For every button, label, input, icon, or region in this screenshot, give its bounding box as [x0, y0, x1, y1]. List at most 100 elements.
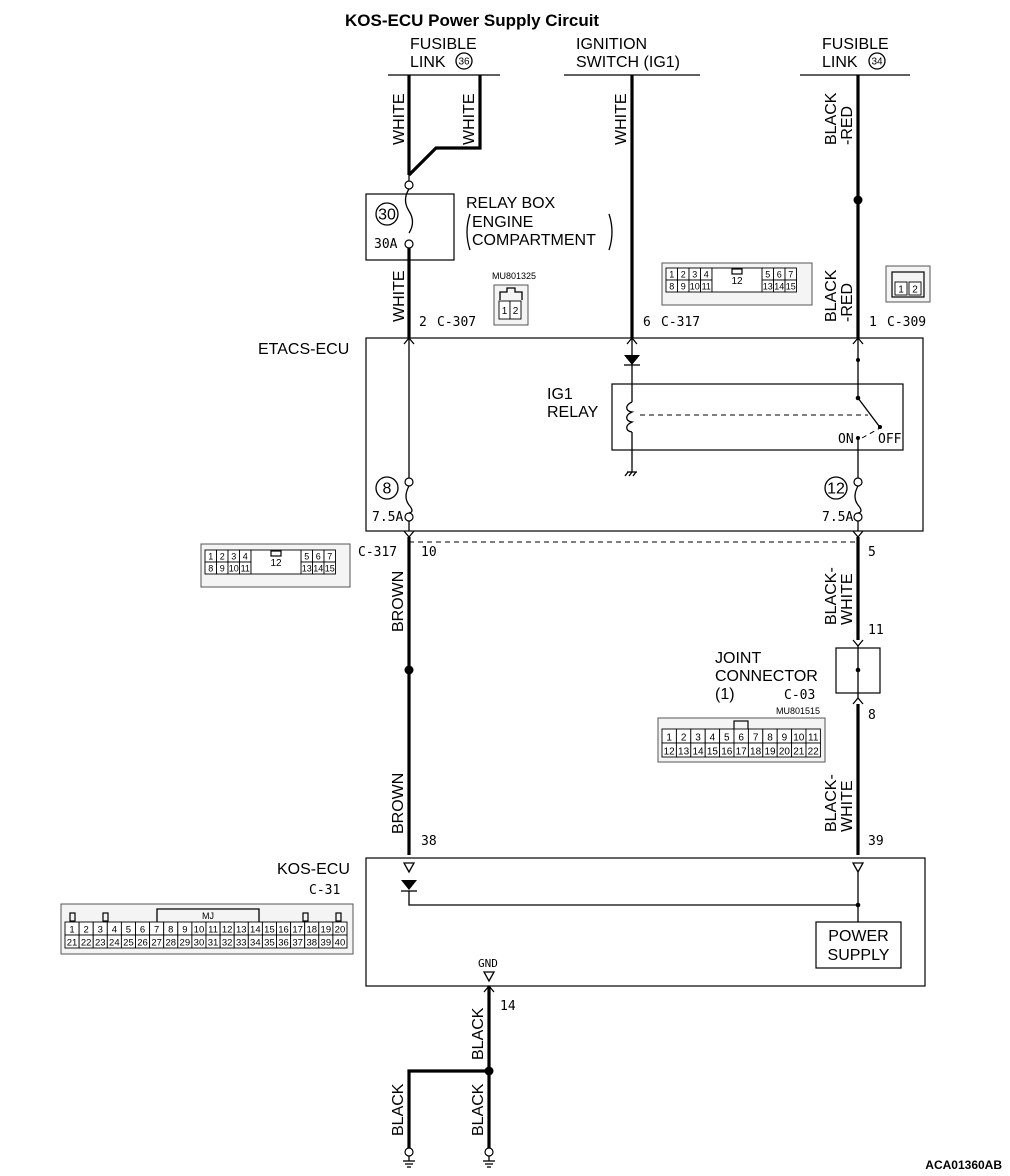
pin-label: 25: [123, 938, 134, 949]
pin-label: 2: [84, 925, 89, 936]
wire-color-black: BLACK-: [823, 567, 840, 625]
ground-terminal: [404, 1147, 414, 1157]
pin-label: 1: [669, 270, 674, 280]
relay-switch-arm: [857, 397, 880, 427]
pin-label: 7: [154, 925, 159, 936]
pin-label: 12: [222, 925, 233, 936]
fuse-12-circle: [824, 476, 848, 500]
terminal-arrow: [851, 862, 865, 874]
wire-color-black: BLACK: [390, 1083, 407, 1136]
connector-latch: [102, 912, 109, 922]
pin-label: 7: [788, 270, 793, 280]
pin-label: 29: [180, 938, 191, 949]
pin-label: 13: [302, 564, 312, 574]
pin-label: 3: [231, 552, 236, 562]
power-supply-label-2: SUPPLY: [828, 947, 890, 964]
pin-label: 9: [220, 564, 225, 574]
connector-latch: [335, 912, 342, 922]
wire-color-white: WHITE: [839, 780, 856, 832]
pin-label: 5: [724, 733, 730, 744]
connector-key: [731, 268, 743, 275]
connector-c03-label: C-03: [784, 688, 815, 703]
terminal-arrow: [852, 639, 864, 648]
pin-label: 33: [236, 938, 247, 949]
connector-pin: [784, 279, 797, 293]
pin-number: 38: [421, 834, 437, 849]
relay-box-label-3: COMPARTMENT: [472, 232, 596, 249]
wire-color-white: WHITE: [391, 93, 408, 145]
pin-label: 6: [140, 925, 145, 936]
relay-box-label: RELAY BOX: [466, 195, 556, 212]
pin-label: 4: [112, 925, 117, 936]
ig1-relay-box: [611, 383, 904, 451]
wire-color-white: WHITE: [613, 93, 630, 145]
connector-pin: [805, 742, 821, 758]
pin-number: 5: [868, 545, 876, 560]
pin-label: 21: [793, 747, 805, 758]
relay-off-label: OFF: [878, 432, 902, 447]
wire-color-black: BLACK: [470, 1083, 487, 1136]
diode-symbol: [401, 880, 417, 890]
wire-color-black: BLACK-: [823, 774, 840, 832]
ground-symbol: [483, 1147, 495, 1168]
connector-center-block: [711, 267, 763, 293]
terminal-arrow: [482, 971, 496, 983]
pin-label: 11: [808, 733, 819, 744]
pin-number: 8: [868, 708, 876, 723]
white-wire-branch: [407, 75, 482, 177]
connector-pin: [332, 934, 348, 949]
pin-label: 1: [502, 306, 508, 317]
joint-connector-label-2: CONNECTOR: [715, 668, 818, 685]
paren-left: [466, 213, 471, 251]
pin-label: 28: [165, 938, 176, 949]
terminal-arrow: [402, 862, 416, 874]
paren-right: [608, 213, 613, 251]
pin-label: 8: [208, 564, 213, 574]
joint-connector-label: JOINT: [715, 650, 761, 667]
connector-c307-label: C-307: [437, 315, 476, 330]
splice-point: [404, 665, 414, 675]
pin-label: 12: [664, 747, 676, 758]
pin-label: 10: [793, 733, 805, 744]
connector-pin: [509, 300, 522, 320]
pin-label: 7: [753, 733, 759, 744]
terminal-arrow: [483, 984, 495, 993]
pin-label: 9: [182, 925, 187, 936]
pin-label: 10: [229, 564, 239, 574]
junction-dot: [855, 667, 861, 673]
connector-center-block: [250, 549, 302, 575]
pin-label: 10: [690, 282, 700, 292]
fusible-link-36-number: 36: [458, 57, 470, 68]
pin-label: 14: [313, 564, 323, 574]
ground-hatch: [624, 471, 629, 477]
fuse-8-rating: 7.5A: [372, 510, 403, 525]
pin-label: 7: [327, 552, 332, 562]
pin-label: 2: [912, 285, 918, 296]
pin-label: 27: [151, 938, 162, 949]
fuse-30-circle: [375, 202, 399, 226]
wire-color-black: BLACK: [823, 269, 840, 322]
pin-label: 17: [736, 747, 748, 758]
relay-box-outline: [365, 193, 455, 261]
wire-color-red: -RED: [839, 106, 856, 145]
junction-dot: [856, 358, 860, 362]
ignition-switch-label: IGNITION: [576, 36, 647, 53]
terminal-arrow: [852, 696, 864, 705]
fuse-terminal: [404, 512, 414, 522]
wire-color-black: BLACK: [823, 92, 840, 145]
pin-label: 18: [750, 747, 762, 758]
pin-label: 11: [208, 925, 218, 936]
fuse-8-number: 8: [383, 481, 392, 498]
connector-c309-label: C-309: [887, 315, 926, 330]
pin-label: 18: [306, 925, 317, 936]
connector-c317-label-bottom: C-317: [358, 545, 397, 560]
connector-key: [499, 287, 523, 300]
fuse-12-number: 12: [827, 481, 845, 498]
connector-latch: [302, 912, 309, 922]
black-ground-branch: [407, 1069, 489, 1148]
